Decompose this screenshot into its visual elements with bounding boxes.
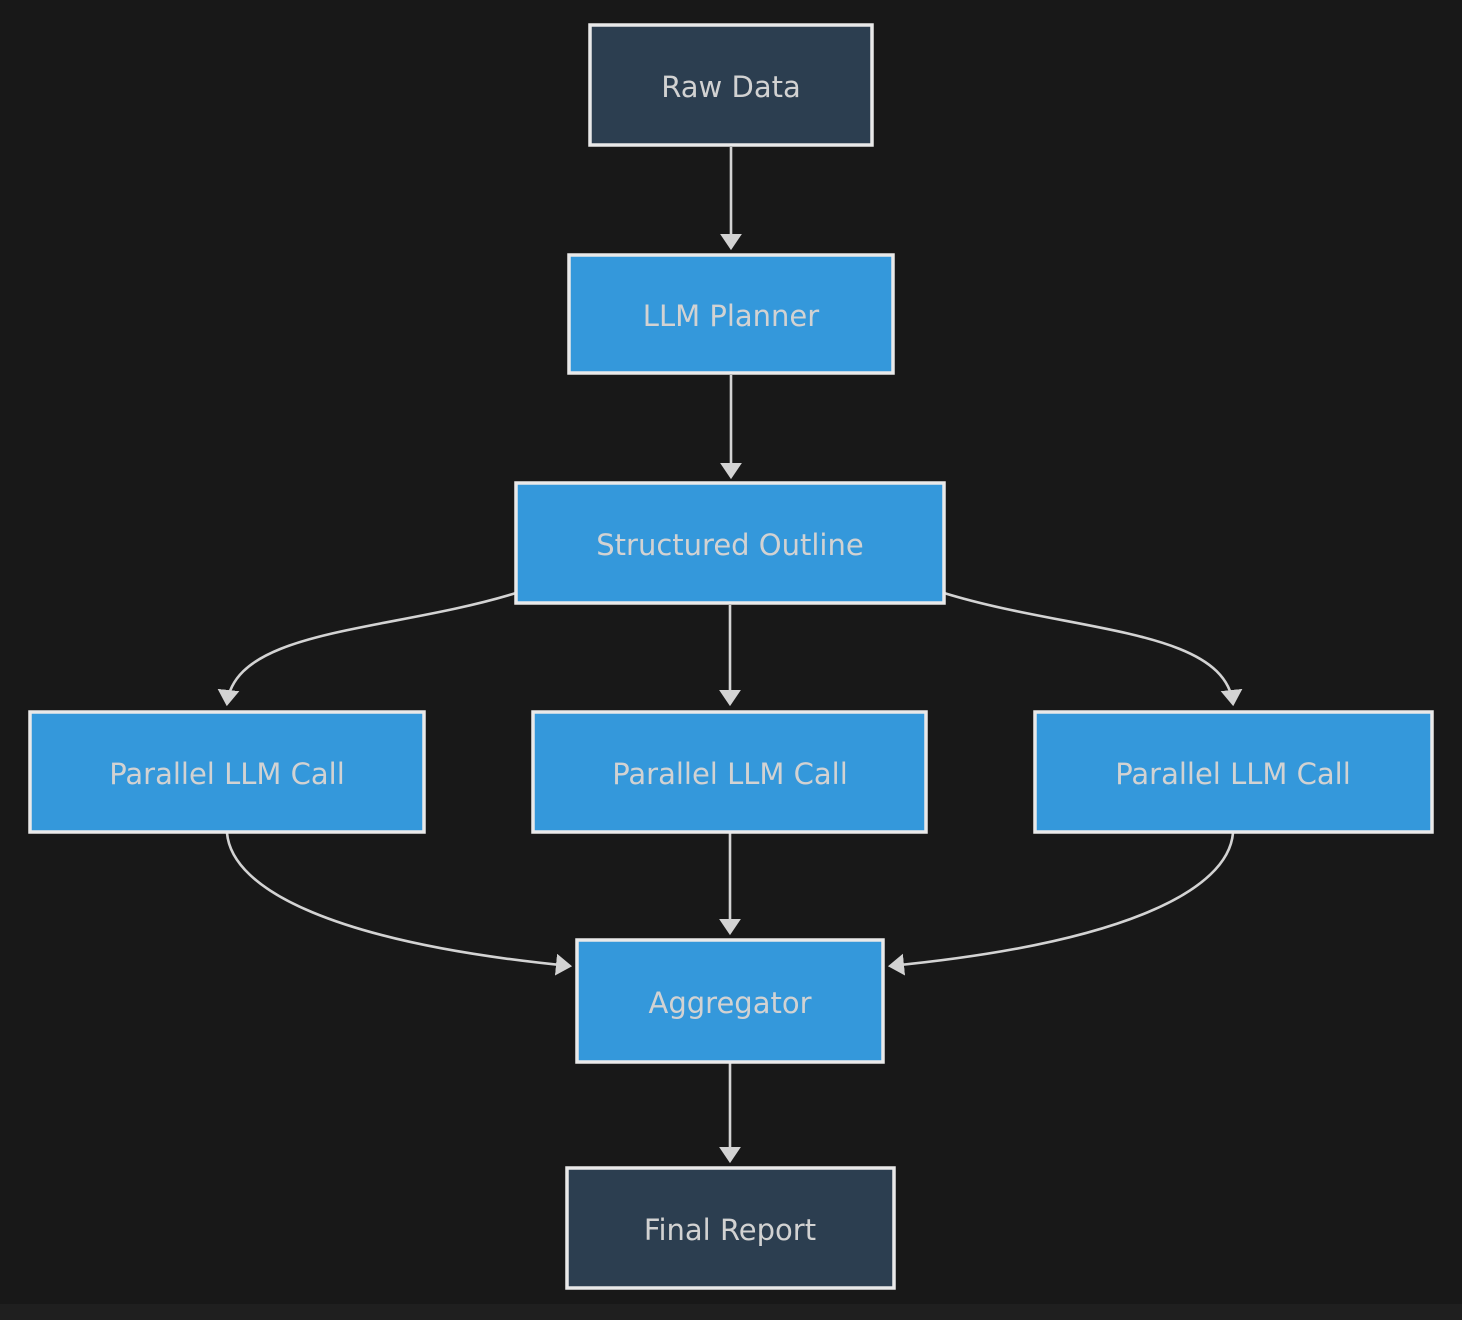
edge-layer [217,147,1243,1164]
parallel-llm-call-right-box [1033,710,1434,834]
parallel-llm-call-mid-box [531,710,928,834]
edge-structured-outline-to-parallel-right [943,591,1243,707]
raw-data-label: Raw Data [661,70,800,104]
node-aggregator: Aggregator [575,938,885,1064]
node-parallel-llm-call-mid: Parallel LLM Call [531,710,928,834]
edge-structured-outline-to-parallel-left [217,591,517,707]
node-layer: Raw Data LLM Planner Structured Outline … [28,23,1434,1290]
llm-planner-label: LLM Planner [643,299,819,333]
final-report-label: Final Report [644,1213,816,1247]
aggregator-box [575,938,885,1064]
edge-parallel-right-to-aggregator [887,832,1235,976]
node-raw-data: Raw Data [588,23,874,147]
node-parallel-llm-call-left: Parallel LLM Call [28,710,426,834]
parallel-llm-call-left-box [28,710,426,834]
edge-parallel-left-to-aggregator [225,832,573,976]
bottom-strip [0,1304,1462,1320]
parallel-llm-call-mid-label: Parallel LLM Call [612,757,848,791]
parallel-llm-call-right-label: Parallel LLM Call [1115,757,1351,791]
node-structured-outline: Structured Outline [514,481,946,605]
llm-planner-box [567,253,895,375]
node-parallel-llm-call-right: Parallel LLM Call [1033,710,1434,834]
final-report-box [565,1166,896,1290]
structured-outline-label: Structured Outline [596,528,863,562]
node-llm-planner: LLM Planner [567,253,895,375]
aggregator-label: Aggregator [649,986,812,1020]
raw-data-box [588,23,874,147]
node-final-report: Final Report [565,1166,896,1290]
parallel-llm-call-left-label: Parallel LLM Call [109,757,345,791]
structured-outline-box [514,481,946,605]
